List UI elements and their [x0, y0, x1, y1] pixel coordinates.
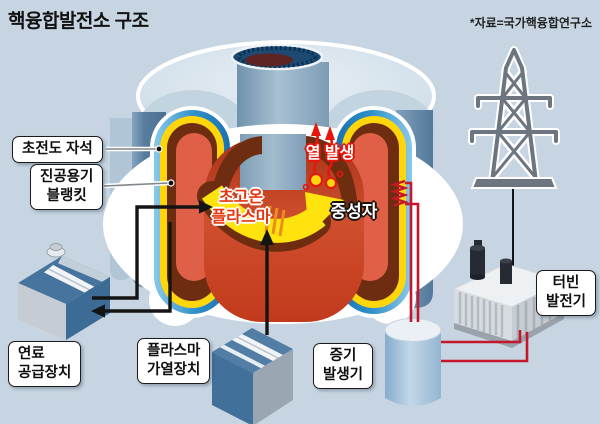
- heat-exchanger-coil-icon: [390, 179, 409, 207]
- solenoid-teeth: [237, 46, 317, 68]
- source-credit: *자료=국가핵융합연구소: [469, 16, 592, 30]
- page-title: 핵융합발전소 구조: [8, 11, 149, 32]
- label-fuel-supply: 연료 공급장치: [8, 341, 82, 388]
- label-superconducting-magnet: 초전도 자석: [12, 136, 103, 164]
- leader-dot: [155, 145, 163, 153]
- blanket-to-fuel-arrow: [105, 222, 172, 313]
- solenoid-core: [245, 53, 293, 67]
- plasma-chamber: [197, 122, 364, 322]
- plasma-flow-arrow-icon: [197, 181, 344, 252]
- leader-lines: [103, 145, 175, 189]
- plasma-heating-device: [212, 328, 293, 424]
- label-neutron: 중성자: [330, 202, 378, 221]
- label-vacuum-vessel-blanket: 진공용기 블랭킷: [30, 164, 104, 211]
- neutron-particle: [309, 173, 323, 187]
- transmission-tower-icon: [468, 46, 560, 189]
- fuel-to-plasma-arrow: [92, 205, 199, 300]
- label-heat-generation: 열 발생: [305, 145, 355, 162]
- generator-bushing-icon: [470, 240, 512, 284]
- label-turbine-generator: 터빈 발전기: [536, 270, 597, 317]
- steam-generator: [384, 318, 442, 406]
- valve-cap-icon: [46, 243, 66, 258]
- neutron-particle: [325, 177, 337, 189]
- label-plasma-heater: 플라스마 가열장치: [137, 338, 211, 385]
- leader-dot: [167, 179, 175, 187]
- flow-arrows: [91, 200, 274, 335]
- coolant-pipes: [405, 181, 529, 363]
- heat-generation-icon: [302, 122, 344, 191]
- inner-wall-right: [306, 136, 358, 212]
- fuel-supply-device: [18, 243, 110, 340]
- label-steam-generator: 증기 발생기: [313, 343, 374, 390]
- label-plasma: 초고온 플라스마: [211, 189, 271, 226]
